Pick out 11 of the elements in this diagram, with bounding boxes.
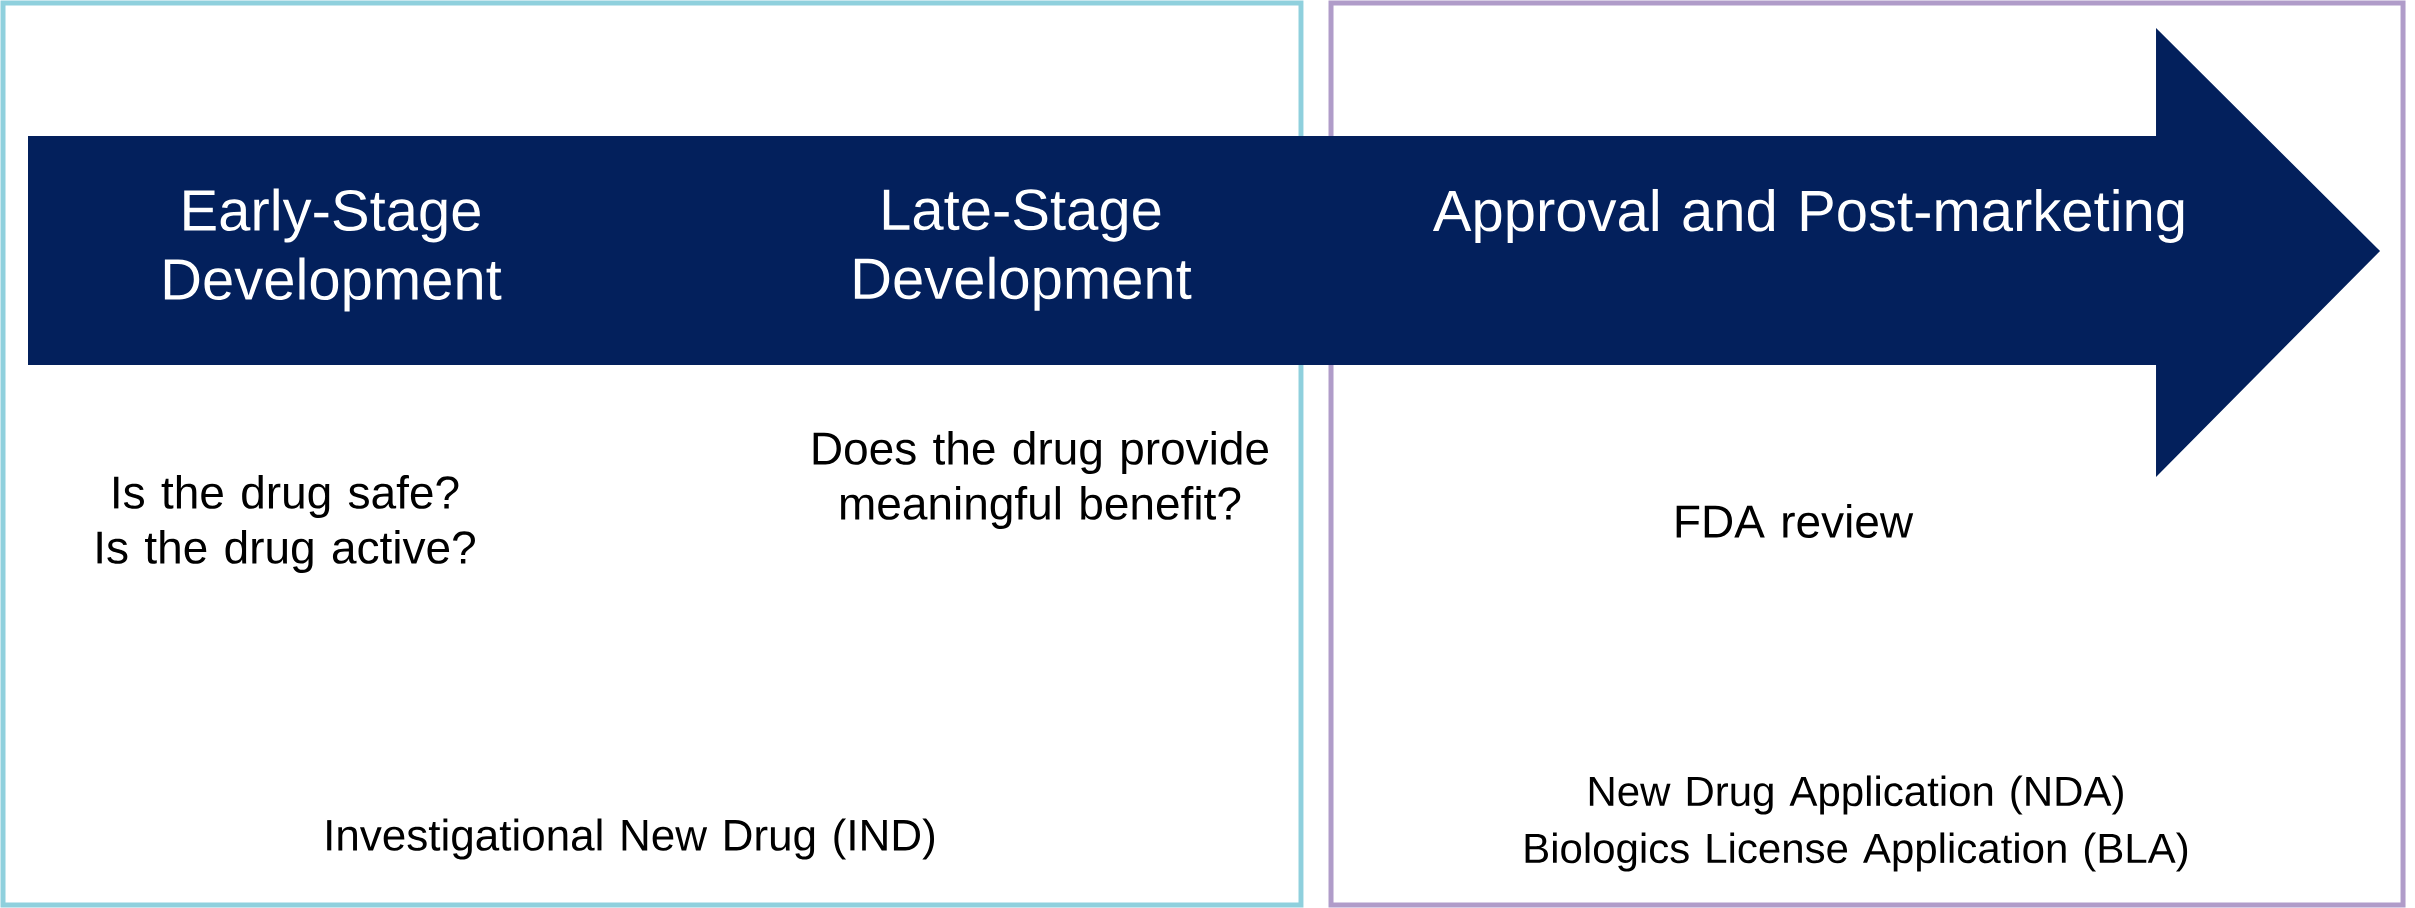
stage-label: Approval and Post-marketing [1432,188,2184,244]
application-label: New Drug Application (NDA) [1589,775,2123,815]
review-text: FDA review [1676,504,1914,538]
stage-box [1328,0,2406,908]
question-text: Does the drug provide meaningful benefit? [813,431,1268,529]
question-text: Is the drug safe? Is the drug active? [97,475,475,573]
application-label: Biologics License Application (BLA) [1525,832,2188,872]
stage-label: Late-Stage Development [854,189,1192,311]
phase-label: Investigational New Drug (IND) [327,818,934,860]
stage-label: Early-Stage Development [164,188,502,312]
stage-box [0,0,1304,908]
